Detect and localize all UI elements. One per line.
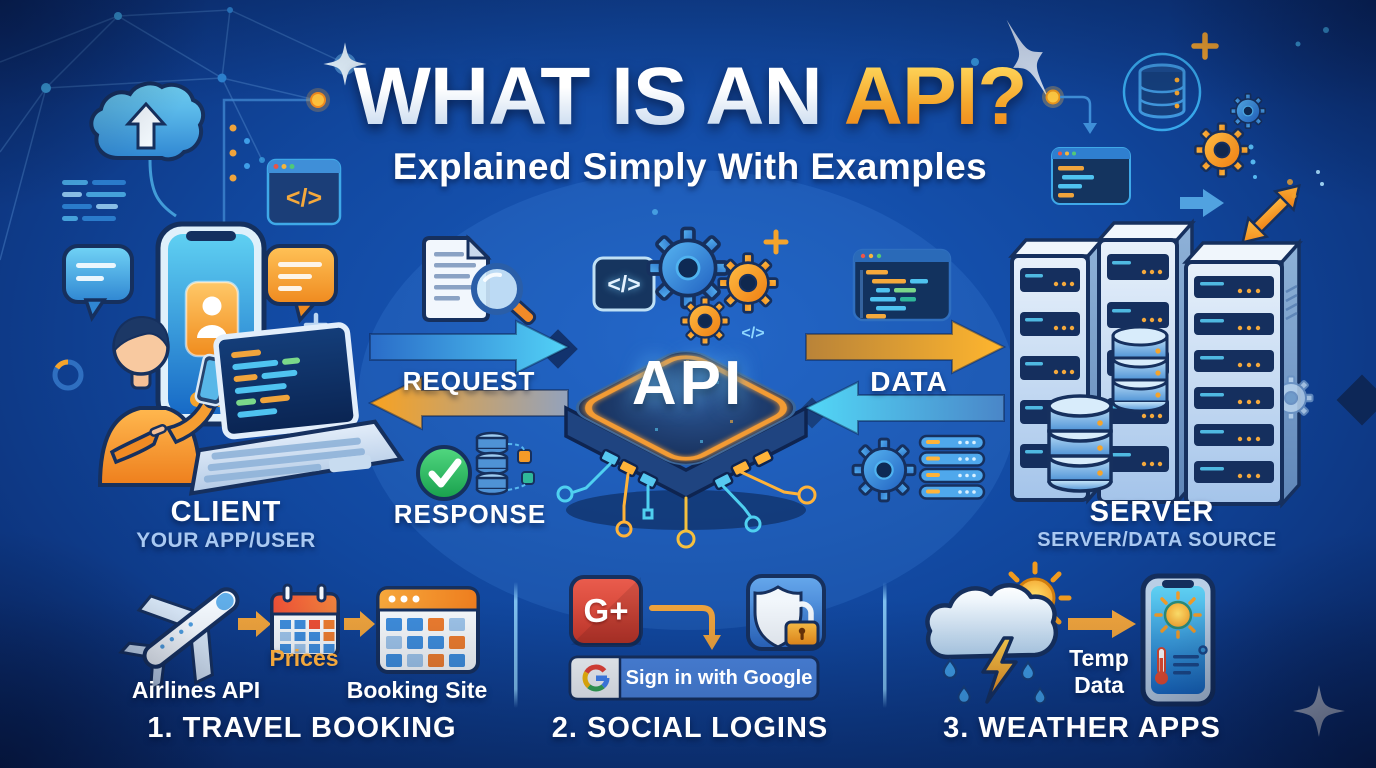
gear-icon xyxy=(1194,122,1250,178)
arrow-right-icon xyxy=(1180,189,1224,217)
server-title: SERVER xyxy=(1089,496,1215,528)
database-stack-icon xyxy=(1111,325,1169,413)
gplus-label: G+ xyxy=(583,592,629,629)
social-logins-title: 2. SOCIAL LOGINS xyxy=(551,712,829,744)
prices-label: Prices xyxy=(269,645,339,671)
code-window-data-icon xyxy=(852,248,952,322)
response-label: RESPONSE xyxy=(393,499,547,529)
code-lines-decoration xyxy=(62,180,126,221)
api-label: API xyxy=(631,349,745,418)
google-signin-label: Sign in with Google xyxy=(625,667,813,689)
gear-icon xyxy=(717,252,779,314)
section-divider xyxy=(514,582,518,708)
connector-arrow xyxy=(1060,95,1092,124)
weather-apps-title: 3. WEATHER APPS xyxy=(943,712,1221,744)
code-symbol: </> xyxy=(285,184,323,212)
temp-data-label: Temp xyxy=(1069,645,1129,671)
request-label: REQUEST xyxy=(402,366,536,396)
diamond-decoration xyxy=(1336,374,1376,426)
server-subtitle: SERVER/DATA SOURCE xyxy=(1037,529,1277,551)
gear-icon xyxy=(646,226,730,310)
travel-booking-title: 1. TRAVEL BOOKING xyxy=(147,712,457,744)
code-window-topright-icon xyxy=(1051,147,1131,205)
sparkle-star-icon xyxy=(1293,685,1345,737)
gear-icon xyxy=(851,437,917,503)
database-circle-icon xyxy=(1122,52,1202,132)
title-white-part: WHAT IS AN xyxy=(353,51,822,142)
page-subtitle: Explained Simply With Examples xyxy=(392,146,988,187)
speech-bubble-blue-icon xyxy=(62,244,134,322)
code-symbol: </> xyxy=(607,271,641,297)
arrow-right-icon xyxy=(238,611,271,637)
booking-site-icon xyxy=(376,586,480,674)
gear-icon xyxy=(680,296,730,346)
temp-data-label: Data xyxy=(1074,672,1124,698)
arrow-right-icon xyxy=(1068,610,1136,638)
section-divider xyxy=(883,582,887,708)
gear-icon xyxy=(1230,93,1266,129)
donut-ring-decoration xyxy=(52,359,84,391)
airlines-api-label: Airlines API xyxy=(131,677,261,703)
server-tower-icon xyxy=(1182,238,1314,509)
weather-phone-icon xyxy=(1140,573,1216,707)
weather-storm-icon xyxy=(925,561,1072,705)
double-arrow-icon xyxy=(1241,184,1301,244)
client-title: CLIENT xyxy=(170,496,282,528)
arrow-right-icon xyxy=(344,611,375,637)
title-orange-part: API? xyxy=(843,51,1028,142)
data-label: DATA xyxy=(870,366,948,397)
speech-bubble-orange-icon xyxy=(264,244,338,324)
booking-site-label: Booking Site xyxy=(346,677,488,703)
client-subtitle: YOUR APP/USER xyxy=(136,529,316,552)
check-circle-icon xyxy=(416,445,472,501)
dots-column-decoration xyxy=(229,124,250,182)
database-stack-icon xyxy=(1047,394,1113,493)
shield-lock-icon xyxy=(746,574,826,651)
code-symbol: </> xyxy=(741,325,765,342)
